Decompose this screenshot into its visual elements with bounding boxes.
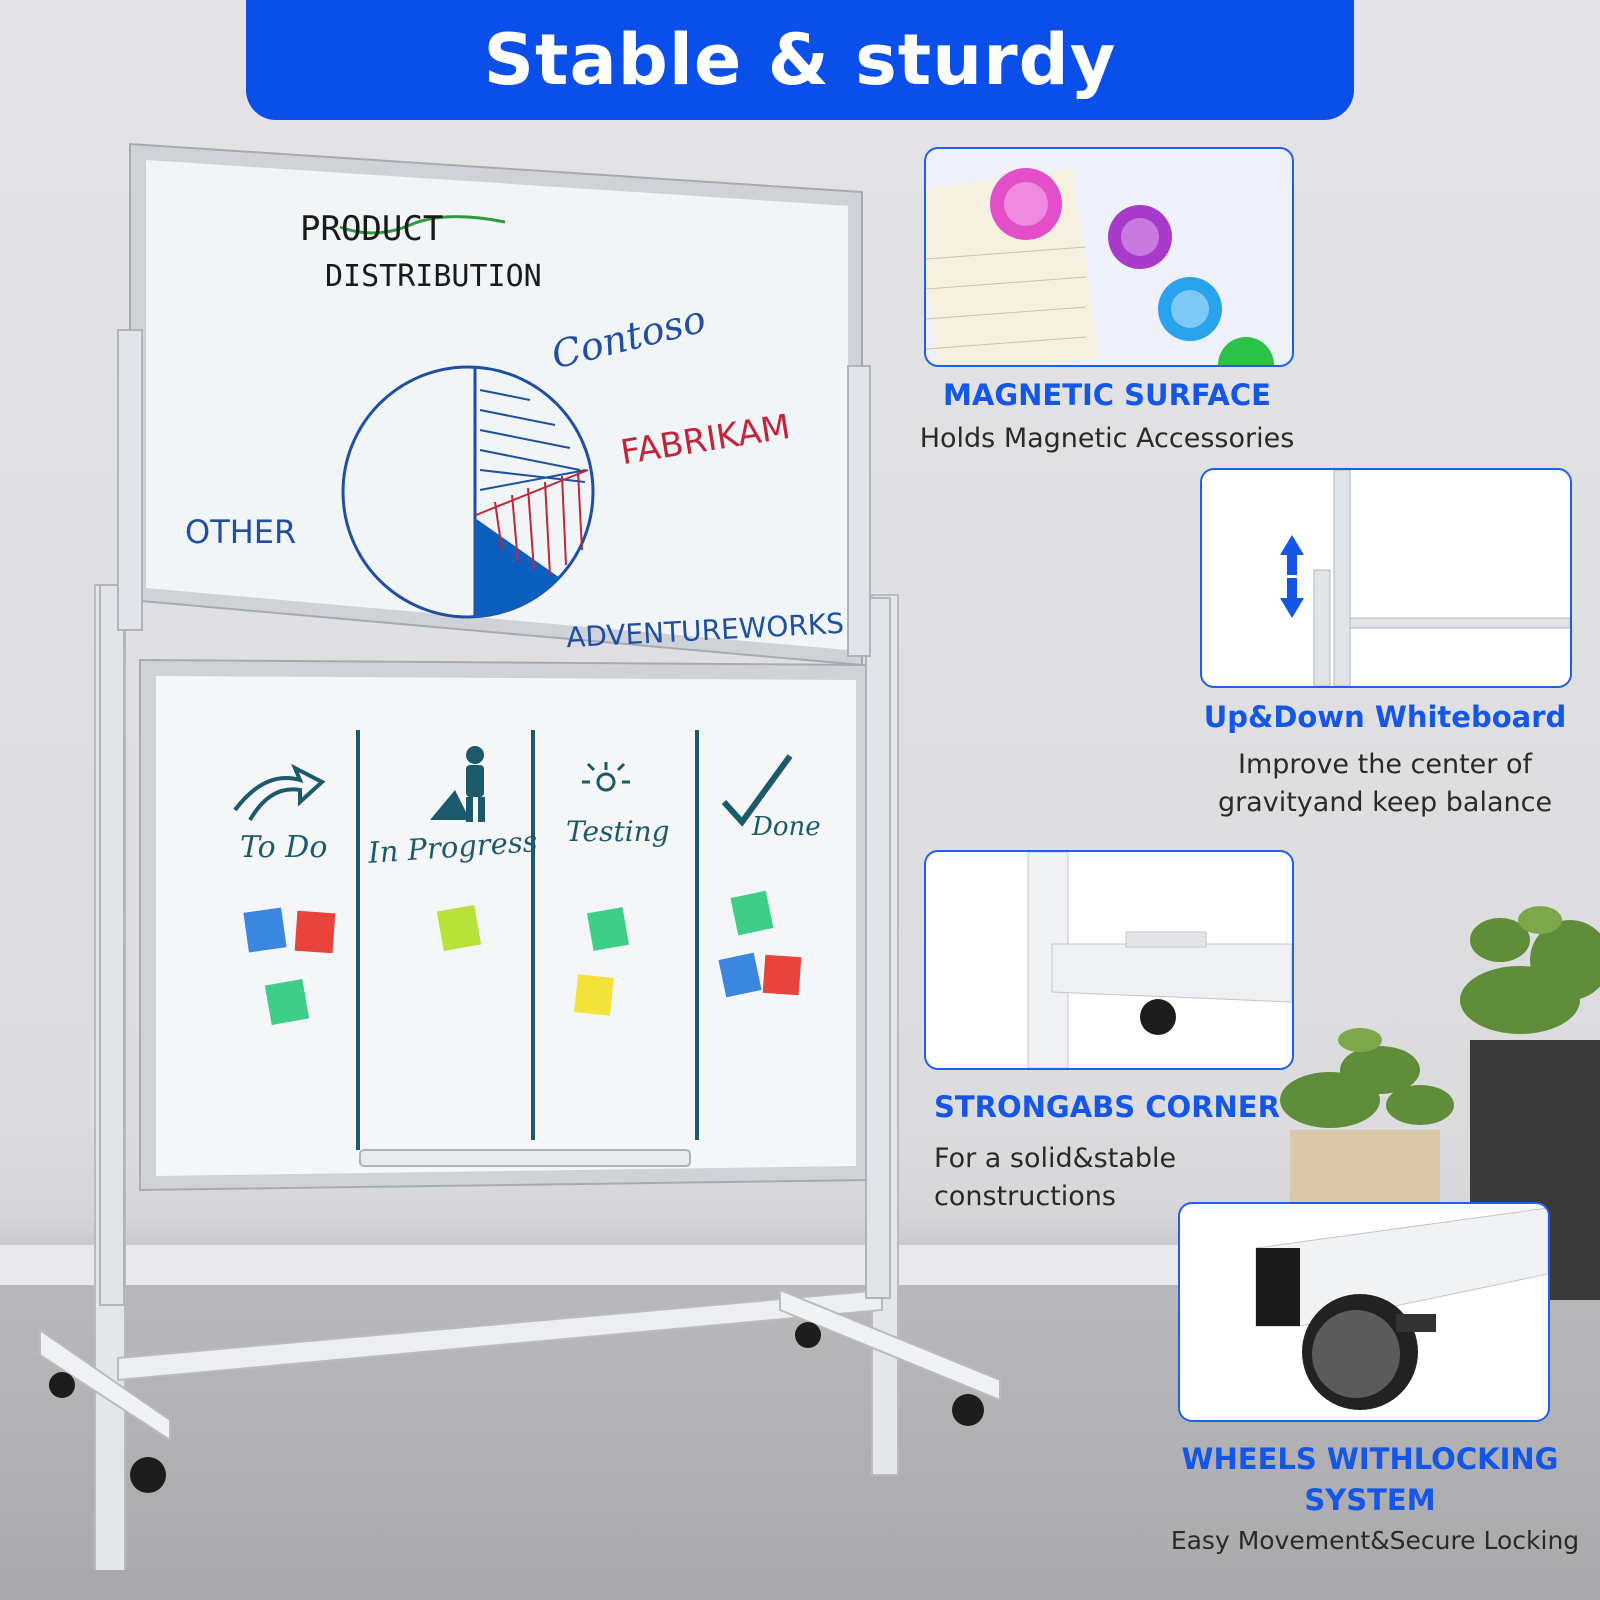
board-title: PRODUCT DISTRIBUTION	[300, 205, 542, 301]
checkmark-icon	[721, 754, 793, 827]
corner-desc-1: For a solid&stable	[934, 1143, 1177, 1174]
up-down-arrow-icon	[1280, 535, 1304, 618]
corner-illustration	[1027, 852, 1292, 1068]
banner-title: Stable & sturdy	[483, 19, 1117, 101]
magnetic-surface-desc: Holds Magnetic Accessories	[919, 423, 1295, 454]
magnets-illustration	[926, 168, 1274, 365]
up-down-desc-2: gravityand keep balance	[1217, 787, 1553, 818]
board-title-line1: PRODUCT	[300, 209, 444, 249]
wheels-title-1: WHEELS WITHLOCKING	[1181, 1442, 1559, 1476]
worker-icon	[430, 746, 485, 822]
whiteboard-stand	[39, 142, 1001, 1570]
corner-desc-2: constructions	[934, 1181, 1116, 1212]
label-other: OTHER	[185, 513, 297, 551]
to-do-arrow-icon	[233, 763, 326, 821]
column-to-do: To Do	[240, 830, 328, 865]
sticky-notes	[243, 890, 802, 1025]
magnetic-surface-title: MAGNETIC SURFACE	[943, 378, 1271, 412]
corner-panel	[924, 850, 1294, 1070]
up-down-illustration	[1280, 470, 1570, 686]
wheel-illustration	[1255, 1207, 1548, 1410]
column-testing: Testing	[566, 815, 670, 848]
bug-icon	[582, 762, 630, 792]
board-title-line2: DISTRIBUTION	[325, 259, 542, 294]
banner: Stable & sturdy	[246, 0, 1354, 120]
wheels-panel	[1178, 1202, 1550, 1422]
column-done: Done	[752, 812, 821, 842]
up-down-title: Up&Down Whiteboard	[1203, 700, 1567, 734]
pie-drawing	[339, 215, 595, 619]
wheels-desc: Easy Movement&Secure Locking	[1170, 1526, 1580, 1555]
up-down-panel	[1200, 468, 1572, 688]
wheels-title-2: SYSTEM	[1304, 1483, 1436, 1517]
up-down-desc-1: Improve the center of	[1238, 749, 1532, 780]
corner-title: STRONGABS CORNER	[934, 1090, 1280, 1124]
magnetic-surface-panel	[924, 147, 1294, 367]
